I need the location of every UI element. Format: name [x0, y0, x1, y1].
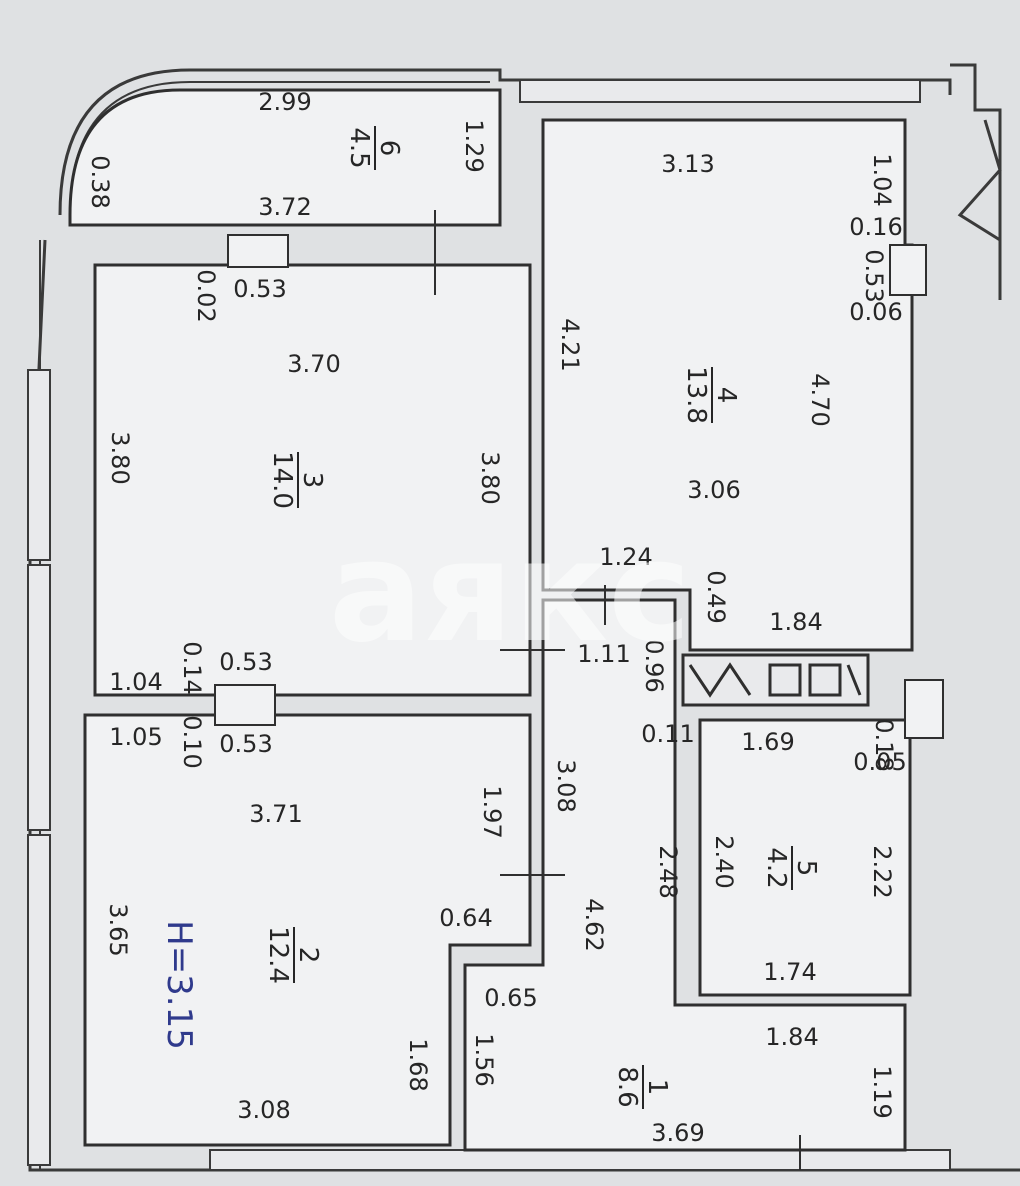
- window-left-2: [27, 564, 51, 831]
- room-5-label: 5 4.2: [761, 846, 821, 890]
- dim-label: 1.97: [478, 785, 506, 838]
- column-top: [227, 234, 289, 268]
- room-3-area: 14.0: [267, 451, 297, 509]
- dim-label: 3.08: [237, 1096, 290, 1124]
- balcony-notch: [950, 63, 1002, 300]
- dim-label: 1.56: [470, 1033, 498, 1086]
- dim-label: 1.69: [741, 728, 794, 756]
- room-2-outline: [83, 713, 532, 1147]
- dim-label: 0.53: [219, 730, 272, 758]
- column-right-top: [889, 244, 927, 296]
- room-4-area: 13.8: [681, 366, 711, 424]
- dim-label: 0.11: [641, 720, 694, 748]
- dim-label: 3.70: [287, 350, 340, 378]
- dim-label: 0.96: [640, 639, 668, 692]
- room-1-outline: [463, 598, 907, 1152]
- column-middle: [214, 684, 276, 726]
- dim-label: 4.70: [806, 373, 834, 426]
- dim-label: 0.53: [219, 648, 272, 676]
- dim-label: 2.22: [868, 845, 896, 898]
- room-4-outline: [541, 118, 914, 652]
- room-4-number: 4: [711, 387, 741, 404]
- dim-label: 3.08: [552, 759, 580, 812]
- dim-label: 1.29: [460, 119, 488, 172]
- dim-label: 3.06: [687, 476, 740, 504]
- dim-label: 3.71: [249, 800, 302, 828]
- watermark: аякс: [329, 511, 691, 674]
- room-4-label: 4 13.8: [681, 366, 741, 424]
- ventilation-pattern: [688, 662, 862, 698]
- dim-label: 0.18: [870, 718, 898, 771]
- room-3-outline: [93, 263, 532, 697]
- dim-label: 3.65: [104, 903, 132, 956]
- room-3-number: 3: [297, 472, 327, 489]
- dim-label: 1.84: [769, 608, 822, 636]
- dim-label: 2.40: [710, 835, 738, 888]
- room-6-outline: [68, 88, 502, 227]
- dim-label: 1.04: [109, 668, 162, 696]
- room-6-label: 6 4.5: [344, 126, 404, 170]
- room-5-outline: [698, 718, 912, 997]
- room-1-number: 1: [642, 1079, 672, 1096]
- dim-label: 0.49: [702, 570, 730, 623]
- room-2-label: 2 12.4: [263, 926, 323, 984]
- dim-label: 1.84: [765, 1023, 818, 1051]
- dim-label: 1.04: [868, 153, 896, 206]
- dim-label: 4.21: [556, 318, 584, 371]
- dim-label: 0.53: [233, 275, 286, 303]
- dim-label: 3.80: [476, 451, 504, 504]
- room-3-label: 3 14.0: [267, 451, 327, 509]
- window-top-right: [519, 79, 921, 103]
- dim-label: 2.48: [654, 845, 682, 898]
- dim-label: 3.13: [661, 150, 714, 178]
- dim-label: 0.06: [849, 298, 902, 326]
- room-5-area: 4.2: [761, 847, 791, 888]
- window-left-3: [27, 834, 51, 1166]
- dim-label: 3.80: [106, 431, 134, 484]
- room-6-number: 6: [374, 140, 404, 157]
- dim-label: 1.11: [577, 640, 630, 668]
- room-5-number: 5: [791, 860, 821, 877]
- dim-label: 0.64: [439, 904, 492, 932]
- ventilation-shaft: [681, 653, 870, 707]
- dim-label: 1.68: [404, 1038, 432, 1091]
- dim-label: 1.74: [763, 958, 816, 986]
- dim-label: 1.05: [109, 723, 162, 751]
- window-bottom: [209, 1149, 951, 1171]
- room-6-area: 4.5: [344, 127, 374, 168]
- dim-label: 3.69: [651, 1119, 704, 1147]
- dim-label: 0.02: [192, 269, 220, 322]
- room-2-area: 12.4: [263, 926, 293, 984]
- room-2-number: 2: [293, 947, 323, 964]
- door-ticks: [434, 210, 801, 1170]
- dim-label: 1.19: [868, 1065, 896, 1118]
- ceiling-height-label: H=3.15: [159, 920, 199, 1050]
- dim-label: 1.24: [599, 543, 652, 571]
- dim-label: 0.65: [484, 984, 537, 1012]
- dim-label: 0.10: [178, 715, 206, 768]
- dim-label: 2.99: [258, 88, 311, 116]
- dim-label: 3.72: [258, 193, 311, 221]
- column-right-mid: [904, 679, 944, 739]
- room-1-label: 1 8.6: [612, 1065, 672, 1109]
- dim-label: 4.62: [580, 898, 608, 951]
- dim-label: 0.53: [860, 249, 888, 302]
- window-left-1: [27, 369, 51, 561]
- room-1-area: 8.6: [612, 1066, 642, 1107]
- dim-label: 0.05: [853, 748, 906, 776]
- dim-label: 0.14: [178, 641, 206, 694]
- dim-label: 0.16: [849, 213, 902, 241]
- dim-label: 0.38: [86, 155, 114, 208]
